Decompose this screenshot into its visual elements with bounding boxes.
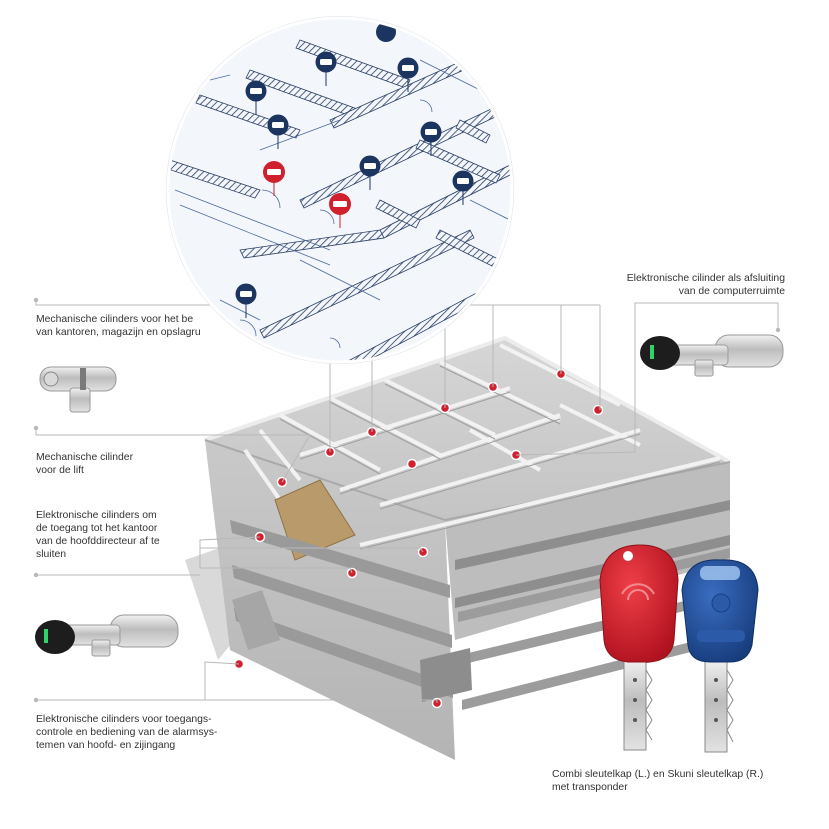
label-mechanical-offices: Mechanische cilinders voor het be van ka… xyxy=(36,314,201,338)
plan-markers xyxy=(235,22,474,318)
building-roof xyxy=(205,338,730,520)
lock-cylinder-icon xyxy=(452,170,474,205)
red-combi-key-image xyxy=(599,544,679,751)
lock-cylinder-icon xyxy=(235,283,257,318)
lock-cylinder-icon xyxy=(267,114,289,149)
lock-cylinder-icon xyxy=(329,193,351,228)
lock-cylinder-icon xyxy=(245,80,267,115)
label-electronic-server: Elektronische cilinder als afsluiting va… xyxy=(626,273,785,297)
blue-skuni-key-image xyxy=(681,559,759,753)
lock-cylinder-icon xyxy=(315,51,337,86)
label-mechanical-lift: Mechanische cilinder voor de lift xyxy=(36,452,134,476)
red-dot-icon xyxy=(592,404,604,416)
lock-cylinder-icon xyxy=(420,121,442,156)
red-dot-icon xyxy=(406,458,418,470)
electronic-cylinder-entrance-image xyxy=(35,614,179,657)
label-keys-caption: Combi sleutelkap (L.) en Skuni sleutelka… xyxy=(552,769,764,793)
electronic-cylinder-server-image xyxy=(640,334,784,377)
lock-cylinder-icon xyxy=(397,57,419,92)
label-electronic-director: Elektronische cilinders om de toegang to… xyxy=(36,510,160,560)
lock-cylinder-icon xyxy=(263,161,285,196)
lock-cylinder-icon xyxy=(359,155,381,190)
floor-plan-magnifier xyxy=(166,16,514,364)
entrance-canopy xyxy=(232,590,280,650)
mechanical-cylinder-image xyxy=(39,366,117,413)
label-electronic-access: Elektronische cilinders voor toegangs- c… xyxy=(36,714,218,751)
